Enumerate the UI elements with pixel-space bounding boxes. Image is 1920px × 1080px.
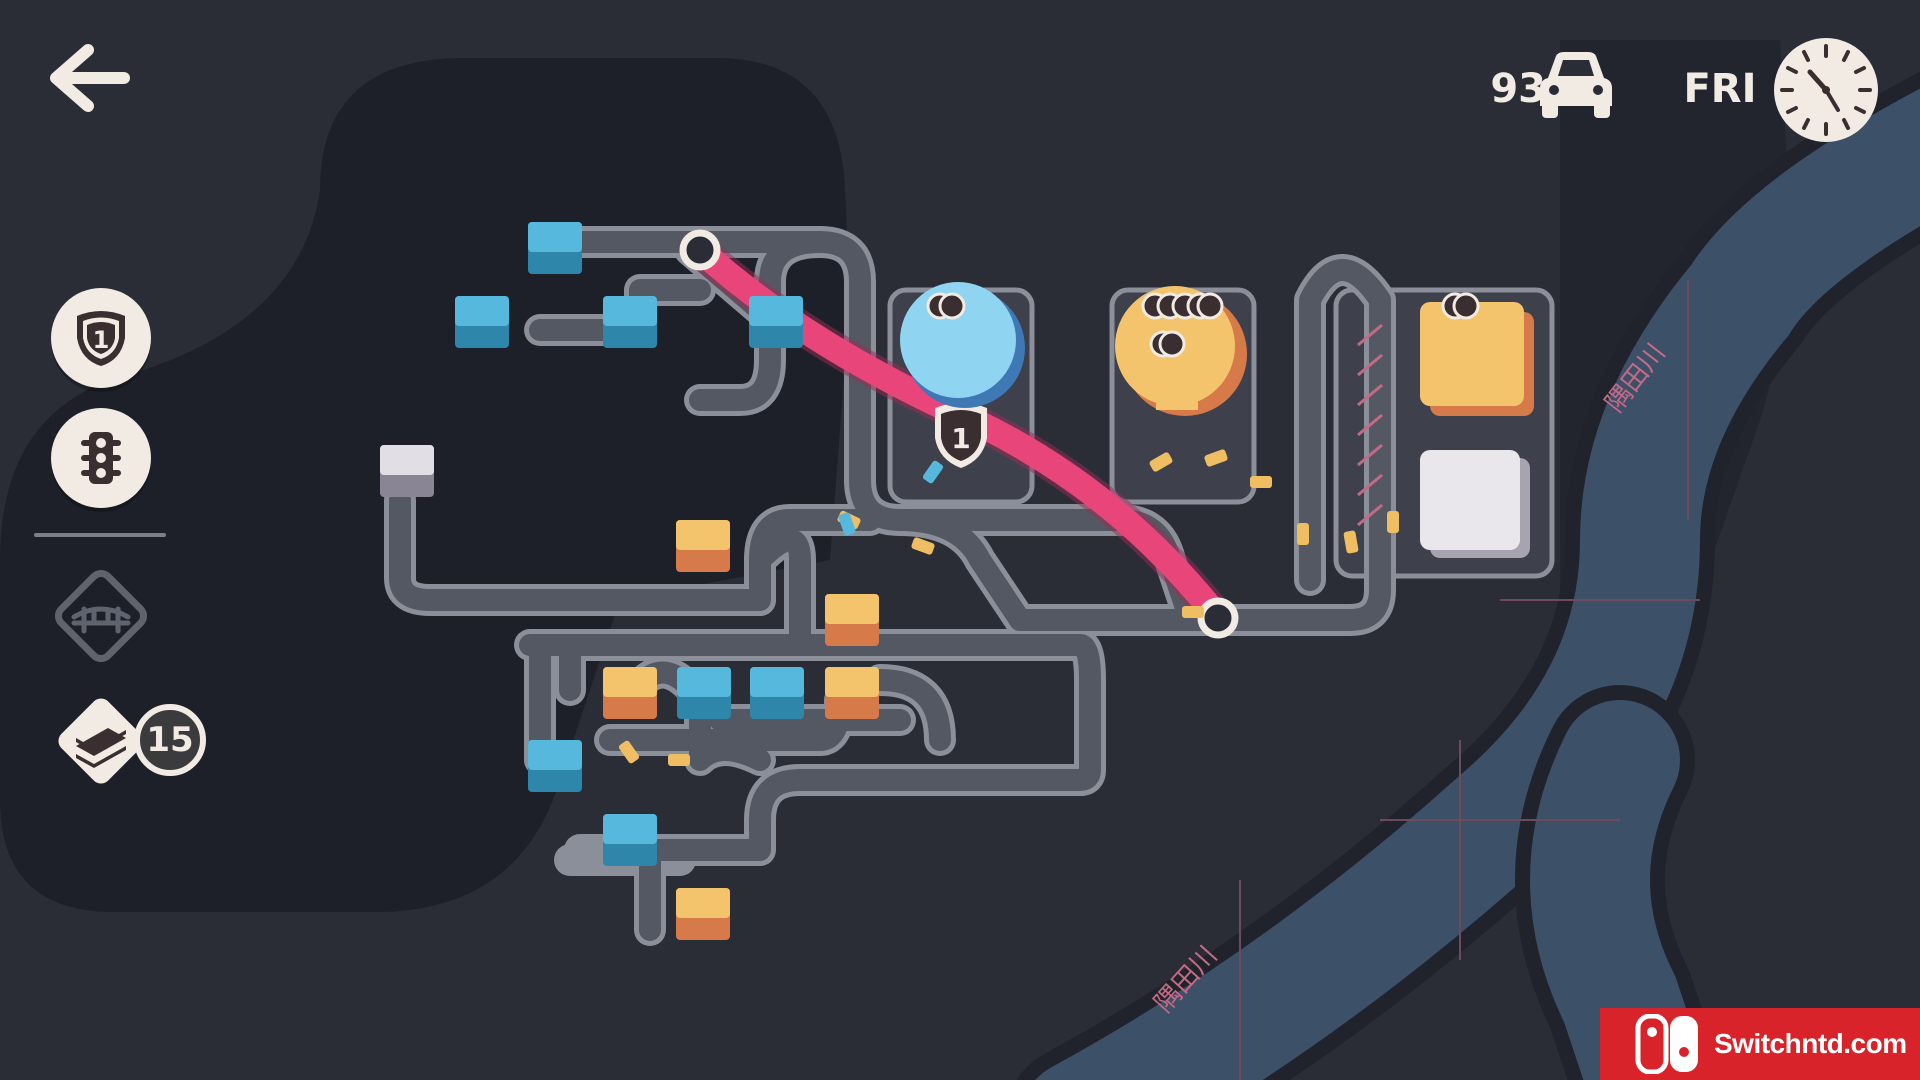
- house-blue: [528, 740, 582, 792]
- destination-orange[interactable]: [1115, 286, 1247, 416]
- pin-icon: [1158, 330, 1186, 358]
- car: [1297, 523, 1309, 545]
- car: [911, 537, 935, 555]
- traffic-light-tool-button[interactable]: [51, 408, 151, 508]
- back-button[interactable]: [44, 38, 134, 120]
- car: [1343, 530, 1359, 554]
- house-blue: [677, 667, 731, 719]
- clock-icon: [1774, 38, 1878, 142]
- motorway-stock-badge: 15: [134, 704, 206, 776]
- river: [1016, 71, 1920, 1080]
- car-icon: [1540, 52, 1612, 118]
- car-count: 93: [1490, 66, 1546, 112]
- watermark-banner: Switchntd.com: [1600, 1008, 1920, 1080]
- arrow-left-icon: [50, 44, 130, 112]
- motorway-shield-icon: 1: [935, 403, 987, 468]
- house-orange: [603, 667, 657, 719]
- motorway-tool-button[interactable]: 1: [51, 288, 151, 388]
- house-orange: [676, 520, 730, 572]
- car: [1250, 476, 1272, 488]
- bridge-tool-button[interactable]: [46, 561, 156, 671]
- house-blue: [455, 296, 509, 348]
- pin-icon: [938, 292, 966, 320]
- house-orange: [825, 594, 879, 646]
- car: [838, 512, 856, 536]
- bridge-icon: [71, 606, 131, 634]
- toolbar-divider: [34, 533, 166, 537]
- parking-stripes: [1357, 323, 1383, 527]
- stack-icon: [76, 728, 126, 768]
- motorway-available-count: 1: [93, 326, 110, 354]
- traffic-light-icon: [81, 432, 121, 484]
- motorway-shield-icon: 1: [77, 311, 125, 366]
- pin-icon: [1196, 292, 1224, 320]
- house-blue: [749, 296, 803, 348]
- car: [1149, 452, 1173, 472]
- motorway-number: 1: [951, 422, 970, 455]
- car: [1182, 606, 1204, 618]
- car: [668, 754, 690, 766]
- house-blue: [603, 296, 657, 348]
- motorway-endpoint[interactable]: [679, 229, 721, 271]
- destination-blue[interactable]: [900, 282, 1025, 408]
- destination-orange-square[interactable]: [1420, 292, 1534, 416]
- destination-white-square[interactable]: [1420, 450, 1530, 558]
- house-blue: [603, 814, 657, 866]
- car: [618, 740, 640, 764]
- motorway-endpoint[interactable]: [1197, 597, 1239, 639]
- house-blue: [528, 222, 582, 274]
- weekday-label: FRI: [1683, 66, 1757, 112]
- house-blue: [750, 667, 804, 719]
- house-white: [380, 445, 434, 497]
- switch-logo-icon: [1635, 1014, 1698, 1074]
- car: [922, 460, 944, 484]
- motorway-stack-button[interactable]: [46, 686, 156, 796]
- car: [1387, 511, 1399, 533]
- watermark-text: Switchntd.com: [1714, 1028, 1907, 1059]
- house-orange: [676, 888, 730, 940]
- house-orange: [825, 667, 879, 719]
- pin-icon: [1452, 292, 1480, 320]
- car: [1204, 449, 1228, 467]
